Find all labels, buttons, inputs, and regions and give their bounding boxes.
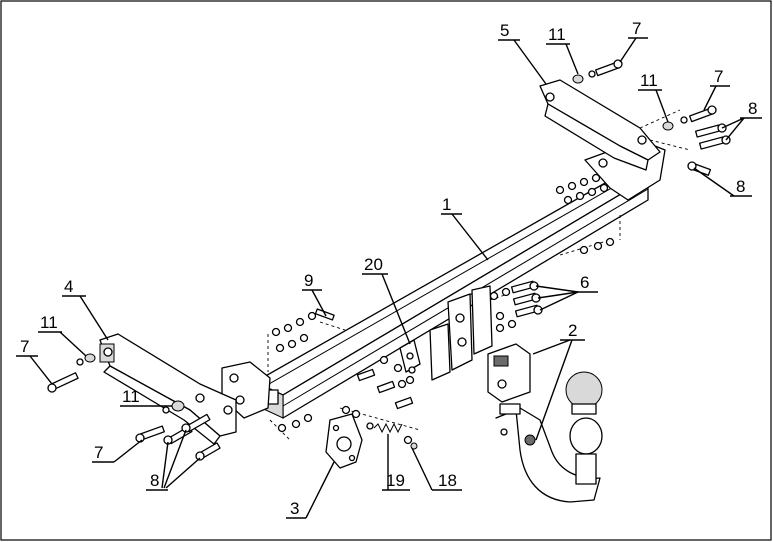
fasteners [47,59,731,461]
label-18: 18 [438,471,457,490]
label-7-right: 7 [714,67,723,86]
leader-lines [16,37,762,519]
label-3: 3 [290,499,299,518]
label-7-top: 7 [632,19,641,38]
label-11-right: 11 [640,71,658,90]
label-5: 5 [500,21,509,40]
label-11-left: 11 [40,313,58,332]
label-9: 9 [304,271,313,290]
label-8-right-upper: 8 [748,99,757,118]
label-19: 19 [386,471,405,490]
part-labels: 1 2 3 4 5 6 7 7 7 7 8 8 8 9 11 11 11 11 … [20,19,757,518]
label-20: 20 [364,255,383,274]
label-11-left-lower: 11 [122,387,140,406]
label-8-right-lower: 8 [736,177,745,196]
ball-neck-assembly [487,343,603,503]
label-8-left: 8 [150,471,159,490]
label-2: 2 [568,321,577,340]
label-11-top: 11 [548,25,566,44]
right-side-bracket [539,79,661,171]
socket-plate [325,413,363,469]
label-7-left-lower: 7 [94,443,103,462]
label-4: 4 [64,277,73,296]
socket-bracket [399,339,421,374]
label-6: 6 [580,273,589,292]
label-1: 1 [442,195,451,214]
spring-and-nut [366,422,418,450]
label-7-left: 7 [20,337,29,356]
tow-bar-beam [221,139,666,419]
